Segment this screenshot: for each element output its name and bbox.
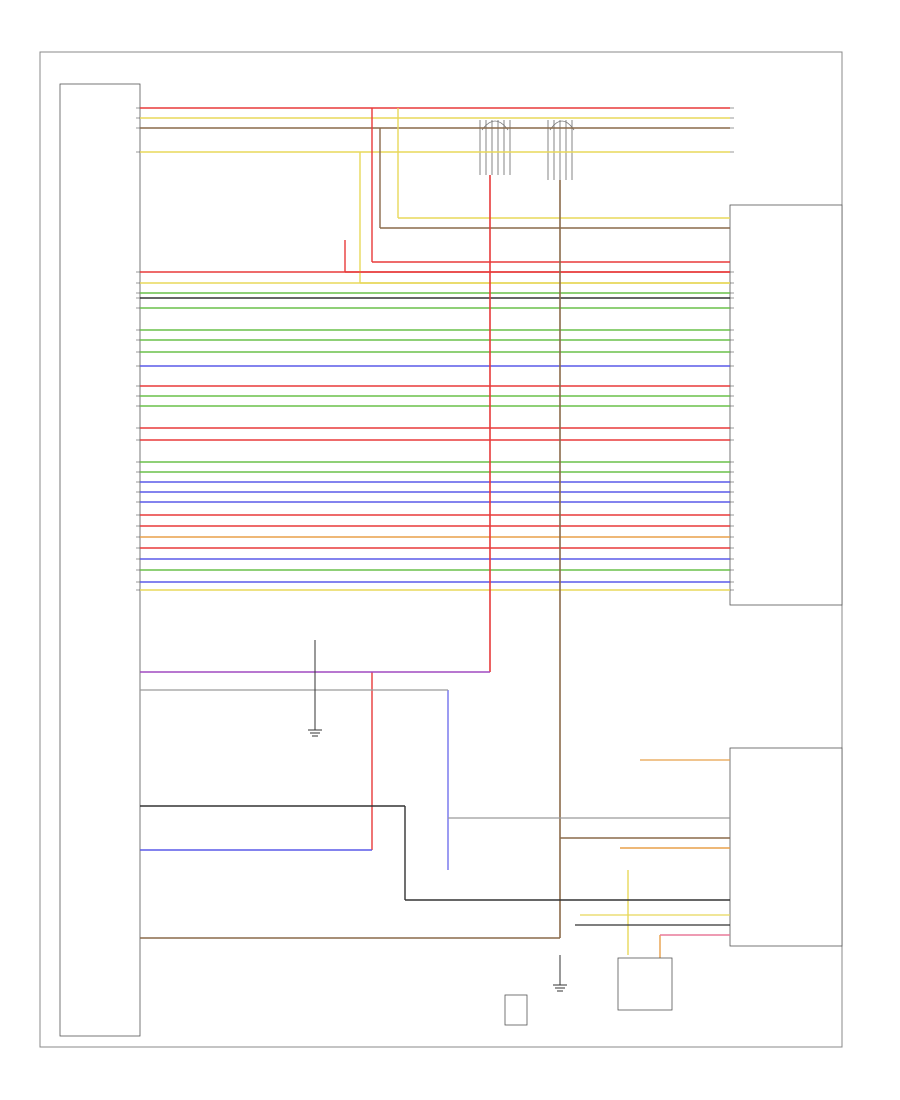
wire-group: [140, 107, 730, 591]
bottom-switch-box: [504, 994, 528, 1026]
ground-symbol-left: [308, 640, 322, 737]
bottom-connector-box: [617, 957, 673, 1011]
diagram-frame: [39, 51, 843, 1048]
right-module-top-box: [729, 204, 843, 606]
ground-symbol-bottom: [553, 955, 567, 992]
top-fuse-right: [547, 120, 575, 180]
left-module-box: [59, 83, 141, 1037]
pin-ticks: [136, 107, 734, 591]
right-module-bottom-box: [729, 747, 843, 947]
